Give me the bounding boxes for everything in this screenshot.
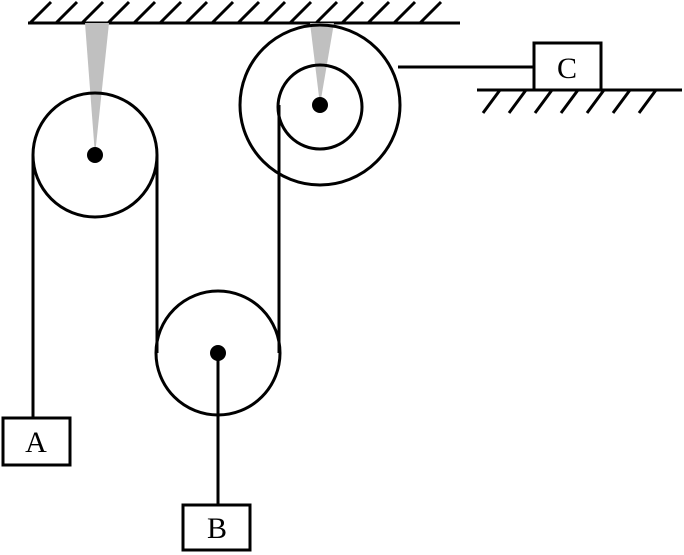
hatch-mark <box>585 89 606 114</box>
pulley-1-support <box>85 23 109 155</box>
hatch-mark <box>611 89 632 114</box>
hatch-mark <box>637 89 658 114</box>
block-b-label: B <box>207 512 227 545</box>
hatch-mark <box>184 0 209 25</box>
compound-pulley-outer <box>238 23 402 187</box>
block-b <box>181 503 252 552</box>
ceiling-hatching <box>28 0 443 25</box>
block-a-label: A <box>25 426 47 459</box>
hatch-mark <box>262 0 287 25</box>
compound-pulley-axle <box>312 97 328 113</box>
hatch-mark <box>418 0 443 25</box>
hatch-mark <box>533 89 554 114</box>
hatch-mark <box>210 0 235 25</box>
hatch-mark <box>106 0 131 25</box>
hatch-mark <box>392 0 417 25</box>
hatch-mark <box>288 0 313 25</box>
hatch-mark <box>481 89 502 114</box>
block-a <box>1 416 72 467</box>
hatch-mark <box>507 89 528 114</box>
pulley-1-axle <box>87 147 103 163</box>
block-c <box>532 41 603 92</box>
hatch-mark <box>236 0 261 25</box>
hatch-mark <box>559 89 580 114</box>
hatch-mark <box>340 0 365 25</box>
hatch-mark <box>28 0 53 25</box>
hatch-mark <box>158 0 183 25</box>
hatch-mark <box>54 0 79 25</box>
block-c-label: C <box>557 52 577 85</box>
hatch-mark <box>366 0 391 25</box>
movable-pulley-axle <box>210 345 226 361</box>
hatch-mark <box>314 0 339 25</box>
ground-hatching <box>481 89 658 114</box>
hatch-mark <box>80 0 105 25</box>
hatch-mark <box>132 0 157 25</box>
